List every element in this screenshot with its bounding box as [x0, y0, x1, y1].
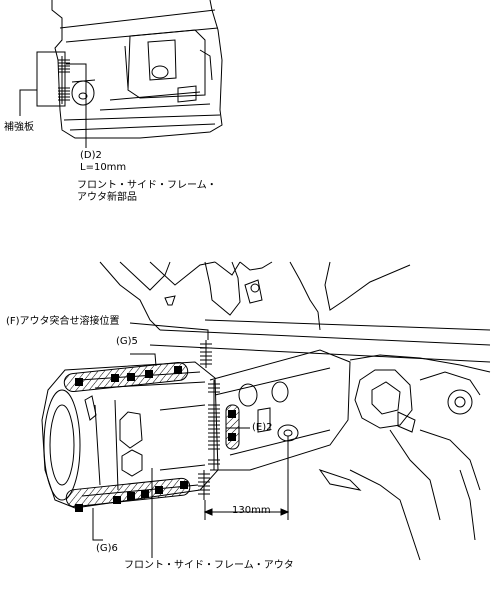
- weld-g5-label: (G)5: [116, 336, 138, 347]
- top-leaders: [19, 63, 87, 148]
- dimension-130mm: [203, 436, 290, 520]
- top-weld-marks: [58, 56, 70, 104]
- dimension-label: 130mm: [232, 505, 271, 516]
- new-part-label-line2: アウタ新部品: [77, 192, 137, 203]
- weld-length: L=10mm: [80, 162, 127, 173]
- spot-welds-g5: [75, 366, 182, 386]
- butt-weld-ticks: [198, 340, 220, 500]
- weld-g6-label: (G)6: [96, 543, 118, 554]
- new-part-label-line1: フロント・サイド・フレーム・: [77, 180, 217, 191]
- butt-weld-label: (F)アウタ突合せ溶接位置: [6, 316, 120, 327]
- weld-band-g5: [63, 361, 189, 393]
- weld-spec-d2: (D)2: [80, 150, 102, 161]
- weld-e2-label: (E)2: [252, 422, 273, 433]
- reinforcement-label: 補強板: [4, 122, 34, 133]
- bottom-leaders: [92, 322, 250, 558]
- spot-welds-g6: [75, 481, 188, 512]
- part-label: フロント・サイド・フレーム・アウタ: [124, 560, 294, 571]
- spot-welds-e2: [228, 410, 236, 441]
- top-view-drawing: [36, 0, 223, 139]
